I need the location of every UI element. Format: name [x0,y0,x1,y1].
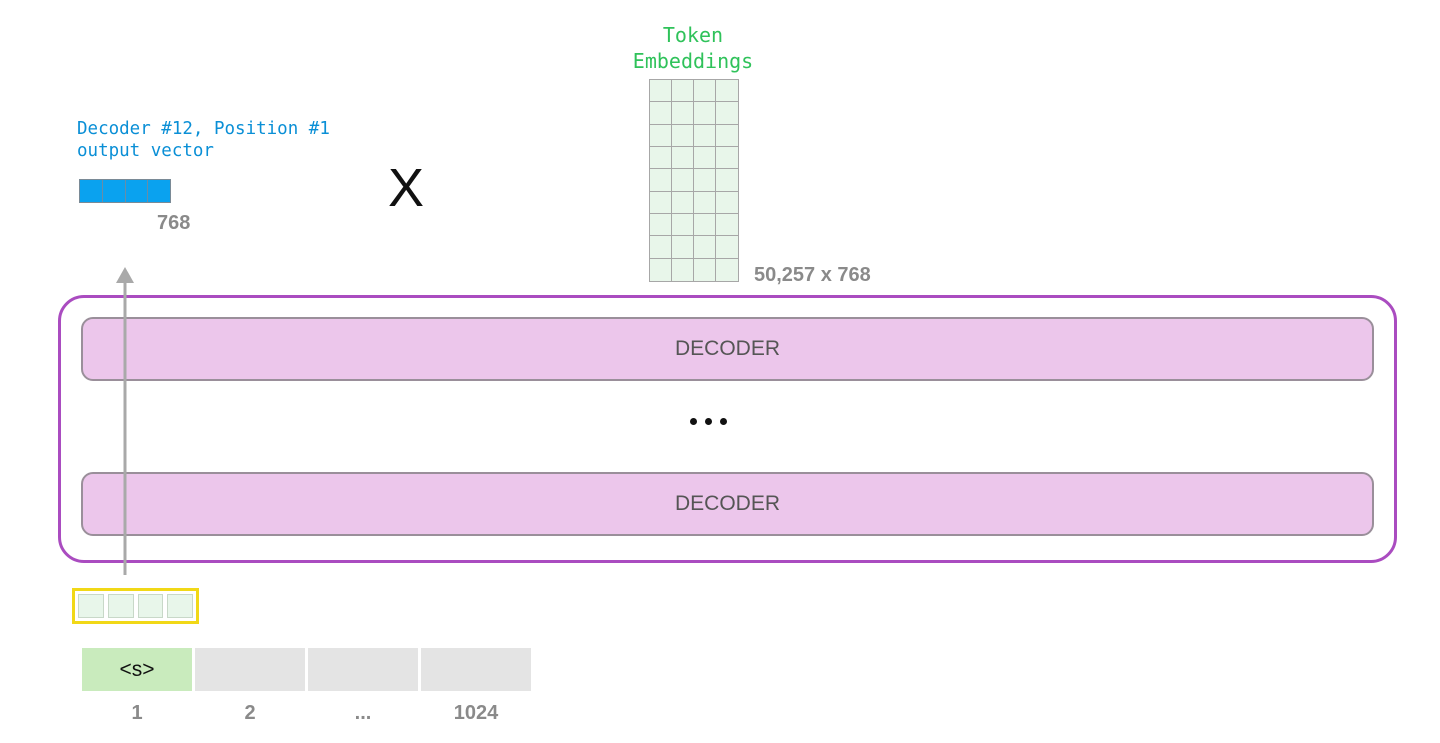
embedding-cell [716,125,738,147]
position-label: 2 [244,702,256,724]
embedding-cell [672,236,694,259]
token-embeddings-dimensions: 50,257 x 768 [754,264,871,286]
embedding-cell [694,236,716,259]
embedding-cell [650,169,672,192]
input-vector-cell [137,594,164,618]
token-embeddings-title: Token Embeddings [632,23,754,73]
embedding-cell [650,236,672,259]
decoder-stack [58,295,1397,563]
output-vector-cell [102,180,126,202]
input-vector-cell [107,594,134,618]
decoder-block-bottom: DECODER [81,472,1374,536]
embedding-cell [672,191,694,214]
position-label: 1 [131,702,143,724]
embedding-cell [716,169,738,192]
embedding-cell [716,236,738,259]
embedding-cell [672,147,694,170]
input-vector-cell [167,594,193,618]
multiply-operator: X [388,158,425,218]
token-slot-ellipsis [308,648,418,691]
embedding-cell [716,102,738,125]
embedding-cell [694,258,716,281]
up-arrow-icon [116,267,134,575]
embedding-cell [650,102,672,125]
decoder-block-top: DECODER [81,317,1374,381]
ellipsis-dot [720,418,727,425]
output-vector-cell [80,180,103,202]
input-vector-cell [78,594,104,618]
embedding-cell [672,169,694,192]
output-vector-caption: Decoder #12, Position #1 output vector [77,119,330,161]
position-label: ... [354,702,372,724]
token-sequence: <s> [82,648,531,691]
ellipsis-dot [690,418,697,425]
position-label: 1024 [453,702,499,724]
ellipsis-dot [705,418,712,425]
output-vector [79,179,171,203]
embedding-cell [650,124,672,147]
embedding-cell [716,259,738,281]
token-embeddings-matrix [649,79,739,282]
embedding-cell [650,258,672,281]
token-slot-1: <s> [82,648,192,691]
embedding-cell [650,214,672,237]
decoder-ellipsis [690,418,750,428]
token-slot-2 [195,648,305,691]
embedding-cell [672,214,694,237]
embedding-cell [694,191,716,214]
embedding-cell [672,102,694,125]
input-embedding-vector [72,588,199,624]
embedding-cell [650,191,672,214]
embedding-cell [694,102,716,125]
position-labels: 1 2 ... 1024 [82,702,531,726]
embedding-cell [650,147,672,170]
embedding-cell [672,80,694,103]
output-vector-cell [148,180,170,202]
embedding-cell [716,192,738,214]
embedding-cell [716,147,738,170]
embedding-cell [694,214,716,237]
embedding-cell [694,147,716,170]
embedding-cell [650,80,672,103]
output-vector-cell [125,180,149,202]
token-slot-1024 [421,648,531,691]
output-vector-dimension: 768 [157,212,191,234]
embedding-cell [716,80,738,103]
embedding-cell [694,124,716,147]
embedding-cell [694,169,716,192]
embedding-cell [672,124,694,147]
embedding-cell [694,80,716,103]
embedding-cell [672,258,694,281]
embedding-cell [716,214,738,237]
